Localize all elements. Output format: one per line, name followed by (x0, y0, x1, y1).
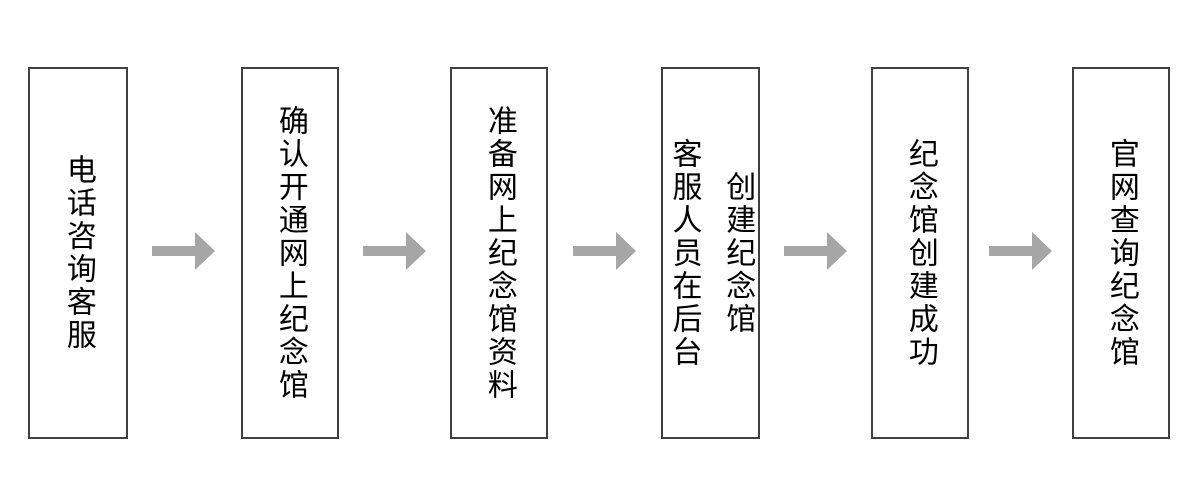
arrow-right-shape (989, 232, 1052, 270)
arrow-right-shape (573, 232, 636, 270)
arrow-right-shape (363, 232, 426, 270)
arrow-right-icon (363, 232, 426, 270)
arrow-right-icon (152, 232, 215, 270)
flow-step-create-success: 纪念馆创建成功 (871, 67, 969, 439)
flow-step-official-site-query: 官网查询纪念馆 (1072, 67, 1170, 439)
arrow-right-shape (784, 232, 847, 270)
flow-step-prepare-materials: 准备网上纪念馆资料 (450, 67, 548, 439)
step-label: 官网查询纪念馆 (1104, 137, 1138, 369)
arrow-right-icon (989, 232, 1052, 270)
step-label-line-2: 创建纪念馆 (721, 170, 755, 336)
arrow-right-icon (784, 232, 847, 270)
flow-step-confirm-open: 确认开通网上纪念馆 (241, 67, 339, 439)
arrow-right-shape (152, 232, 215, 270)
flow-step-phone-consult: 电话咨询客服 (28, 67, 128, 439)
step-label: 电话咨询客服 (61, 154, 95, 352)
arrow-right-icon (573, 232, 636, 270)
step-label: 准备网上纪念馆资料 (482, 104, 516, 402)
flow-step-staff-create: 客服人员在后台 创建纪念馆 (661, 67, 760, 439)
step-label: 确认开通网上纪念馆 (273, 104, 307, 402)
step-label: 纪念馆创建成功 (903, 137, 937, 369)
step-label-line-1: 客服人员在后台 (667, 137, 701, 369)
